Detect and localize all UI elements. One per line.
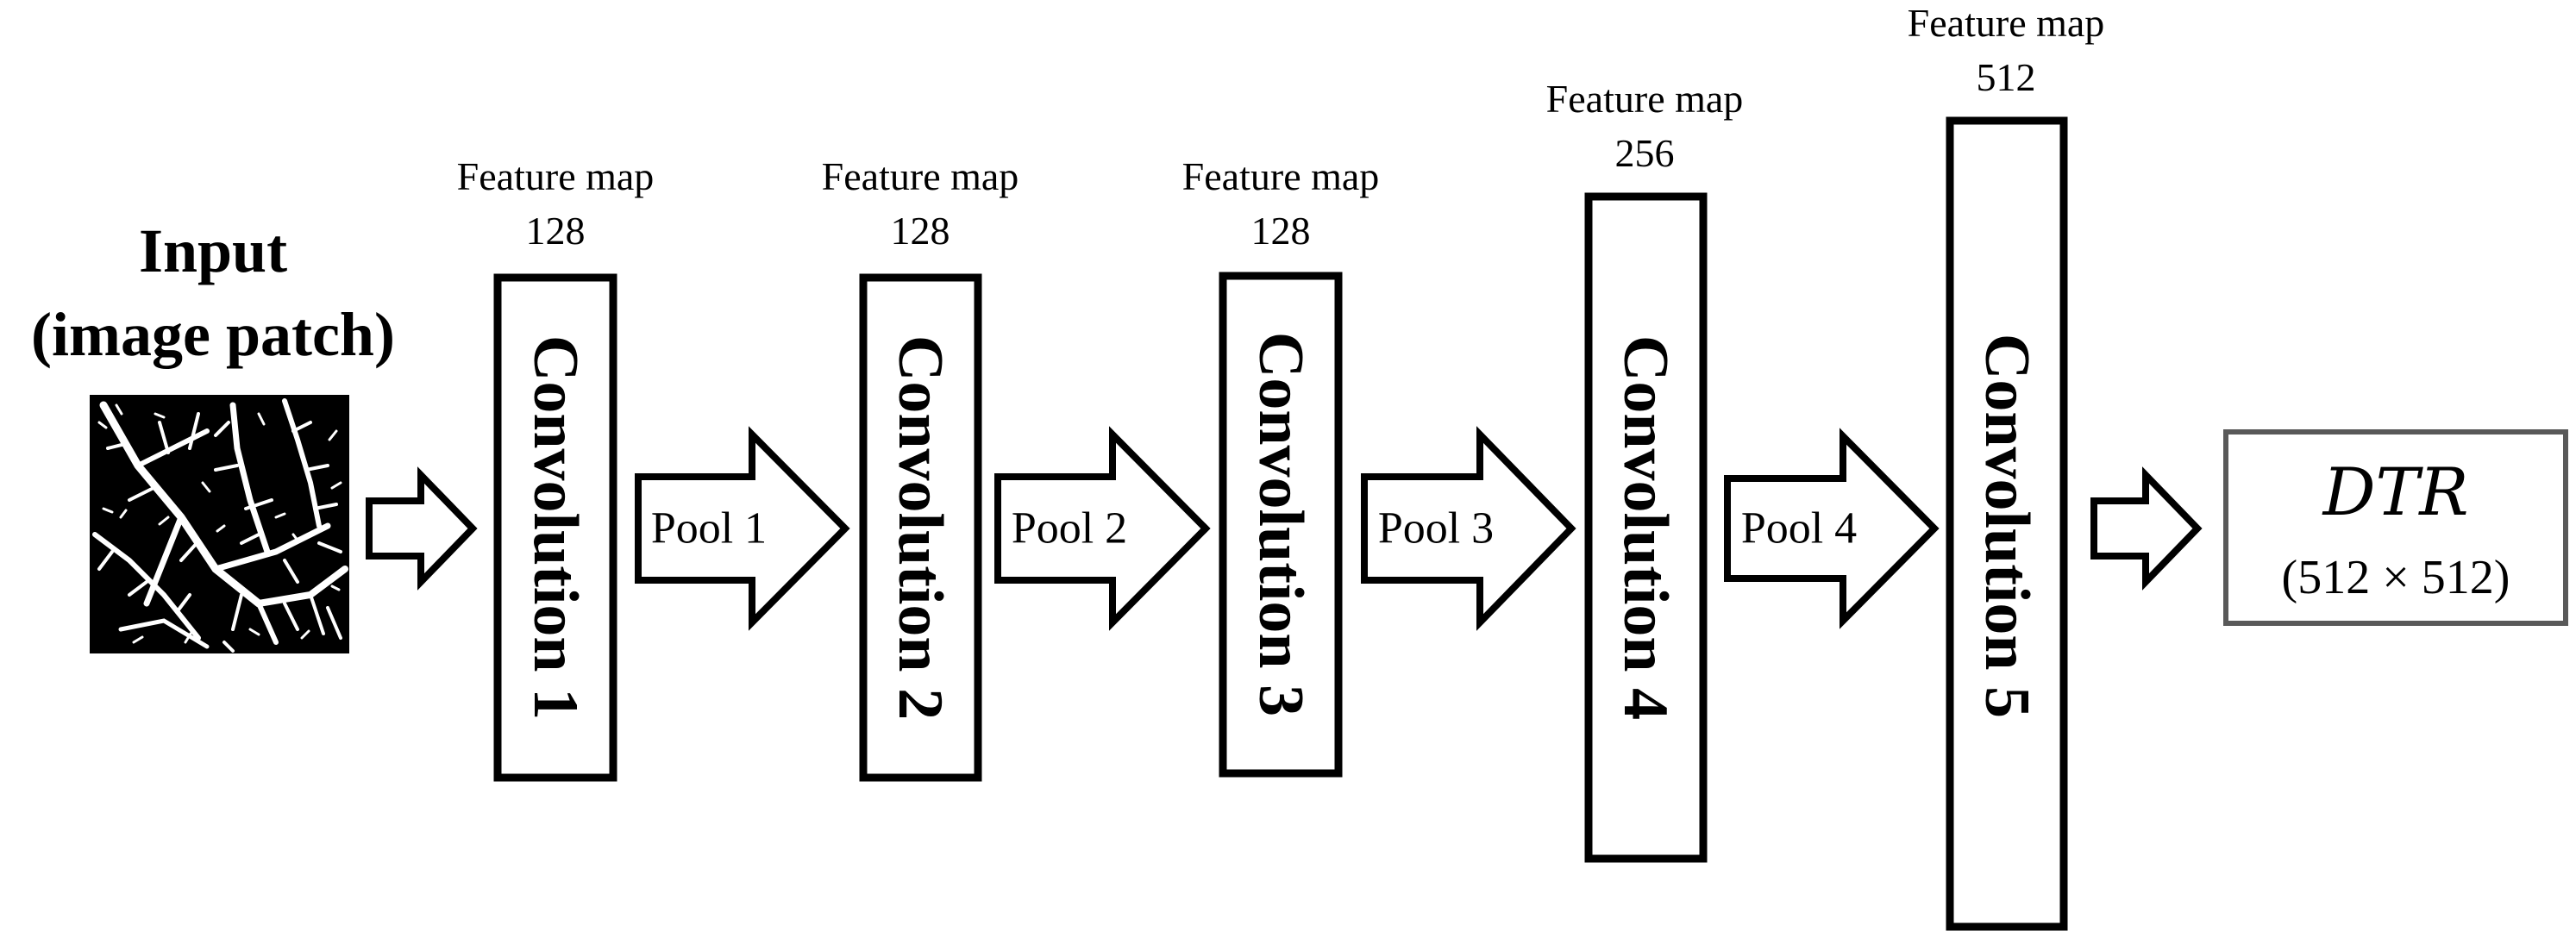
- feature-map-label-4: Feature map: [1546, 77, 1744, 121]
- feature-map-count-3: 128: [1251, 209, 1311, 253]
- input-label-line2: (image patch): [31, 300, 395, 369]
- pool-arrow-1: Pool 1: [635, 426, 850, 631]
- feature-map-label-2: Feature map: [822, 154, 1019, 198]
- convolution-block-3: [1219, 272, 1343, 778]
- feature-map-label-5: Feature map: [1908, 1, 2105, 45]
- pool-arrow-4: Pool 4: [1724, 428, 1940, 629]
- convolution-block-4: [1584, 192, 1708, 863]
- pool-arrow-3: Pool 3: [1361, 426, 1576, 631]
- pool-arrow-2: Pool 2: [994, 426, 1211, 631]
- convolution-label-1: Convolution 1: [520, 335, 591, 720]
- convolution-label-4: Convolution 4: [1610, 335, 1681, 720]
- feature-map-count-2: 128: [891, 209, 950, 253]
- convolution-block-1: [493, 273, 617, 782]
- output-size: (512 × 512): [2282, 551, 2510, 604]
- convolution-block-2: [859, 273, 982, 782]
- input-label-line1: Input: [139, 216, 287, 285]
- feature-map-label-1: Feature map: [457, 154, 655, 198]
- pool-arrow-2-icon: [994, 426, 1211, 631]
- input-image-patch: [90, 395, 349, 653]
- pool-label-2: Pool 2: [1012, 504, 1127, 553]
- feature-map-count-5: 512: [1977, 55, 2036, 99]
- feature-map-count-4: 256: [1615, 131, 1675, 175]
- output-title: DTR: [2322, 453, 2469, 530]
- feature-map-label-3: Feature map: [1182, 154, 1380, 198]
- convolution-label-3: Convolution 3: [1245, 332, 1316, 716]
- pool-arrow-4-icon: [1724, 428, 1940, 629]
- input-arrow-icon: [366, 466, 478, 591]
- convolution-label-2: Convolution 2: [885, 335, 956, 720]
- output-box: [2223, 429, 2568, 626]
- pool-arrow-1-icon: [635, 426, 850, 631]
- pool-arrow-3-icon: [1361, 426, 1576, 631]
- convolution-label-5: Convolution 5: [1971, 334, 2042, 718]
- pool-label-1: Pool 1: [651, 504, 767, 553]
- convolution-block-5: [1946, 116, 2068, 931]
- feature-map-count-1: 128: [526, 209, 586, 253]
- pool-label-3: Pool 3: [1378, 504, 1494, 553]
- pool-label-4: Pool 4: [1741, 504, 1857, 553]
- output-arrow-icon: [2090, 466, 2203, 591]
